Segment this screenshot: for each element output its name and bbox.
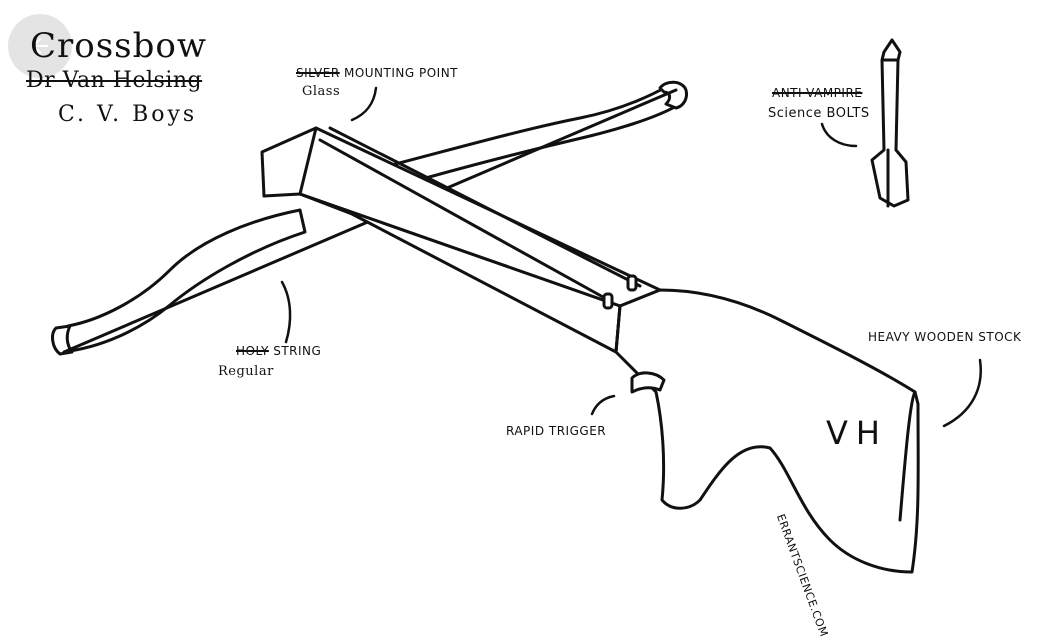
mounting-point-label: Silver mounting point — [296, 66, 458, 80]
callout-string — [280, 280, 292, 344]
callout-trigger — [590, 394, 616, 416]
mounting-rest: mounting point — [339, 66, 459, 80]
string-replacement-label: Regular — [218, 364, 274, 379]
trigger-label: Rapid trigger — [506, 424, 607, 438]
callout-mounting — [350, 86, 378, 122]
struck-bolts-label: Anti-vampire — [772, 86, 863, 100]
back-arrow-icon — [32, 38, 48, 54]
back-button[interactable] — [8, 14, 72, 78]
peg-2 — [626, 274, 638, 292]
left-tip — [51, 324, 74, 356]
right-tip — [658, 80, 688, 110]
bolt — [870, 38, 910, 208]
mounting-replacement-label: Glass — [302, 84, 341, 99]
bolts-replacement-label: Science BOLTS — [768, 106, 870, 121]
crossbow-drawing — [51, 38, 982, 574]
string-label: Holy string — [236, 344, 321, 358]
peg-1 — [602, 292, 614, 310]
monogram-text: VH — [826, 414, 888, 452]
callout-stock — [942, 358, 982, 428]
string-rest: string — [268, 344, 322, 358]
drawing-title: Crossbow — [30, 26, 207, 66]
illustration: Crossbow Dr Van Helsing C. V. Boys Silve… — [8, 14, 1022, 639]
maker-label: C. V. Boys — [58, 102, 198, 127]
trigger — [630, 371, 666, 394]
struck-owner-label: Dr Van Helsing — [26, 68, 203, 93]
stock-label: Heavy wooden stock — [868, 330, 1022, 344]
left-limb — [60, 208, 307, 354]
struck-string-word: Holy — [236, 344, 269, 358]
struck-mounting-word: Silver — [296, 66, 340, 80]
callout-bolts — [820, 122, 858, 148]
right-limb — [378, 84, 682, 190]
stock — [614, 288, 920, 574]
